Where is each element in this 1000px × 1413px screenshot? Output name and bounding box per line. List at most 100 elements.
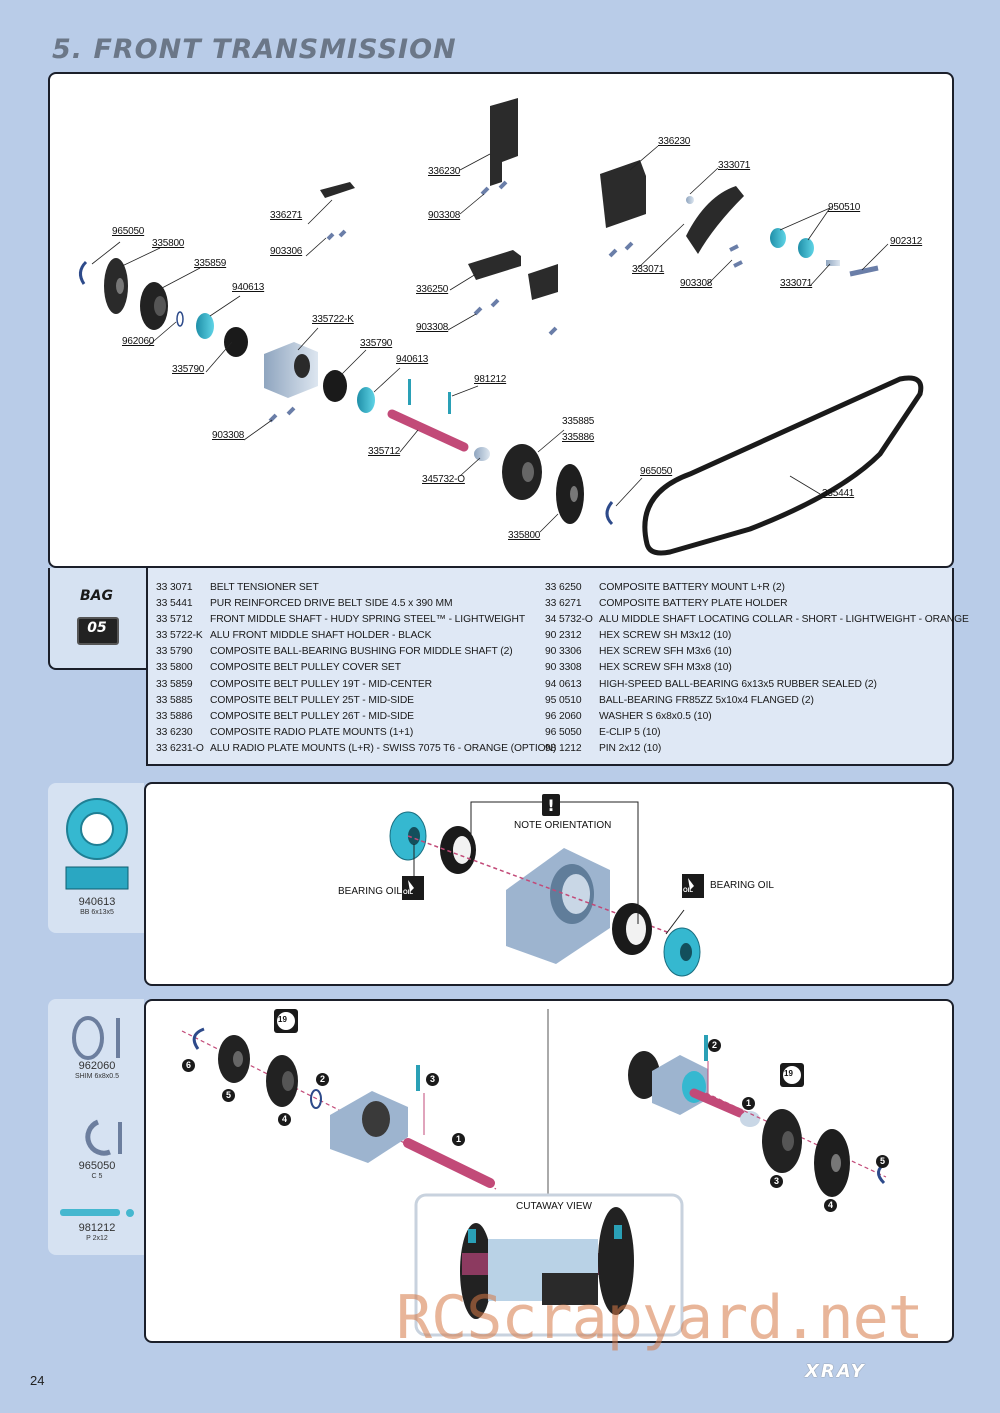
bag-label: BAG — [80, 588, 113, 604]
bearing-oil-right: BEARING OIL — [710, 880, 774, 891]
collar-icon — [474, 447, 490, 461]
oil-icon — [402, 876, 424, 900]
part-label: 962060 — [122, 336, 155, 347]
part-label: 335885 — [562, 416, 595, 427]
radio-plate-mount-icon — [490, 98, 518, 186]
part-label: 336230 — [428, 166, 461, 177]
step-number: 5 — [876, 1155, 889, 1168]
step-number: 3 — [770, 1175, 783, 1188]
bushing-icon — [224, 327, 248, 357]
part-label: 965050 — [112, 226, 145, 237]
part-label: 903308 — [416, 322, 449, 333]
part-label: 335800 — [508, 530, 541, 541]
shaft-icon — [403, 1138, 495, 1188]
bearing-940613-icon — [65, 798, 129, 890]
step-number: 4 — [278, 1113, 291, 1126]
part-label: 940613 — [232, 282, 265, 293]
shaft-holder-icon — [264, 342, 318, 398]
radio-plate-mount-icon — [600, 160, 646, 228]
parts-list-panel — [146, 568, 954, 766]
part-label: 335800 — [152, 238, 185, 249]
part-label: 903308 — [428, 210, 461, 221]
brand-logo: XRAY — [805, 1361, 866, 1382]
shaft-icon — [387, 409, 469, 452]
shim-icon — [176, 311, 184, 327]
oil-icon-label: OIL — [403, 890, 413, 896]
step-number: 4 — [824, 1199, 837, 1212]
battery-mount-icon — [468, 250, 521, 280]
exploded-diagram — [79, 98, 924, 556]
page-number: 24 — [30, 1373, 45, 1388]
shaft-icon — [689, 1088, 745, 1118]
page-title: 5. FRONT TRANSMISSION — [52, 34, 457, 65]
pulley-teeth-count: 19 — [278, 1015, 287, 1024]
part-label: 336230 — [658, 136, 691, 147]
step2-diagram — [181, 1009, 887, 1337]
part-label: 333071 — [718, 160, 751, 171]
part-label: 335859 — [194, 258, 227, 269]
pulley-teeth-count: 19 — [784, 1069, 793, 1078]
shim-icon — [310, 1089, 322, 1109]
part-label: 335441 — [822, 488, 855, 499]
svg-text:!: ! — [547, 796, 554, 815]
part-label: 903306 — [270, 246, 303, 257]
part-label: 950510 — [828, 202, 861, 213]
step-number: 1 — [742, 1097, 755, 1110]
part-label: 333071 — [632, 264, 665, 275]
part-label: 940613 — [396, 354, 429, 365]
part-label: 335886 — [562, 432, 595, 443]
shim-962060-icon — [72, 1016, 120, 1060]
part-label: 903308 — [680, 278, 713, 289]
belt-tensioner-arm-icon — [686, 186, 744, 254]
step-number: 2 — [708, 1039, 721, 1052]
bearing-oil-left: BEARING OIL — [338, 886, 402, 897]
step-number: 5 — [222, 1089, 235, 1102]
side-part-desc: P 2x12 — [86, 1235, 108, 1242]
step-number: 3 — [426, 1073, 439, 1086]
side-part-code: 965050 — [78, 1160, 116, 1172]
pin-icon — [408, 379, 411, 405]
part-label: 903308 — [212, 430, 245, 441]
step1-diagram: ! — [389, 794, 704, 977]
collar-icon — [740, 1111, 760, 1127]
part-label: 902312 — [890, 236, 923, 247]
side-part-code: 940613 — [78, 896, 116, 908]
bag-number-box — [77, 617, 119, 645]
part-label: 335790 — [172, 364, 205, 375]
drive-belt-icon — [642, 375, 924, 556]
part-label: 335790 — [360, 338, 393, 349]
flanged-bearing-icon — [770, 228, 786, 248]
step-number: 1 — [452, 1133, 465, 1146]
step-number: 2 — [316, 1073, 329, 1086]
e-clip-965050-icon — [85, 1119, 122, 1156]
part-label: 965050 — [640, 466, 673, 477]
pin-981212-icon — [60, 1209, 134, 1217]
part-label: 336271 — [270, 210, 303, 221]
part-label: 345732-O — [422, 474, 465, 485]
bag-number: 05 — [87, 620, 107, 636]
oil-icon-label: OIL — [683, 888, 693, 894]
side-part-code: 981212 — [78, 1222, 116, 1234]
side-part-code: 962060 — [78, 1060, 116, 1072]
